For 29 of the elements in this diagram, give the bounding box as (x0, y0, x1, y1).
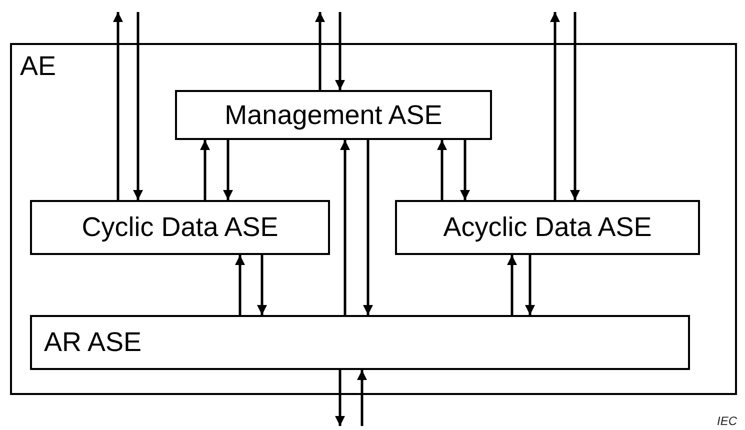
arrow (507, 255, 517, 315)
arrow (133, 12, 143, 200)
arrow (550, 12, 560, 200)
block-box (10, 43, 737, 395)
block-box (30, 315, 690, 370)
arrow (257, 255, 267, 315)
source-note: IEC (716, 414, 737, 428)
arrow (570, 12, 580, 200)
arrow (235, 255, 245, 315)
arrow (437, 140, 447, 200)
arrow (460, 140, 470, 200)
arrow (315, 12, 325, 90)
arrow (223, 140, 233, 200)
arrow (525, 255, 535, 315)
block-title: Acyclic Data ASE (442, 212, 653, 242)
block-box (30, 200, 330, 255)
block-title: AE (20, 51, 56, 81)
arrow (340, 140, 350, 315)
arrow (363, 140, 373, 315)
block-box (175, 90, 492, 140)
block-title: Cyclic Data ASE (80, 212, 280, 242)
block-title: Management ASE (224, 100, 444, 130)
arrow (357, 370, 367, 426)
arrow (335, 12, 345, 90)
arrow (113, 12, 123, 200)
arrow (200, 140, 210, 200)
arrow (335, 370, 345, 426)
block-box (395, 200, 700, 255)
block-title: AR ASE (44, 327, 142, 357)
